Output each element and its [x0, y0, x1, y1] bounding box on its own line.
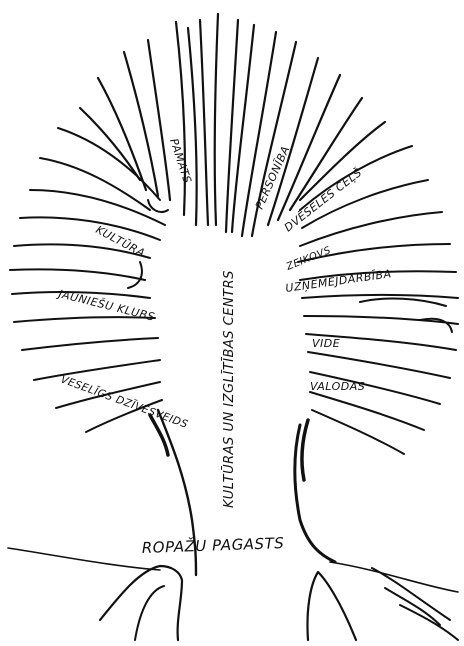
root-left-1 — [100, 566, 182, 640]
label-uznemejdarbiba: UZŅĒMĒJDARBĪBA — [285, 267, 393, 295]
label-kultura: KULTŪRA — [94, 223, 148, 260]
ground-left — [8, 548, 160, 570]
trunk-right-bark — [302, 420, 308, 480]
label-zeikovs: ZEIKOVS — [284, 245, 333, 273]
label-pamats: PAMATS — [167, 137, 194, 185]
base-label: ROPAŽU PAGASTS — [141, 533, 284, 557]
trunk-right-edge — [295, 425, 335, 562]
label-vide: VIDE — [312, 337, 340, 350]
root-right-1 — [307, 572, 356, 640]
label-valodas: VALODAS — [310, 380, 365, 393]
ground-right — [330, 562, 458, 592]
root-left-2 — [135, 586, 164, 640]
root-right-4 — [400, 605, 458, 640]
root-right-2 — [372, 568, 450, 620]
trunk-label: KULTŪRAS UN IZGLĪTĪBAS CENTRS — [222, 270, 237, 508]
crown-top-branches — [80, 14, 385, 236]
